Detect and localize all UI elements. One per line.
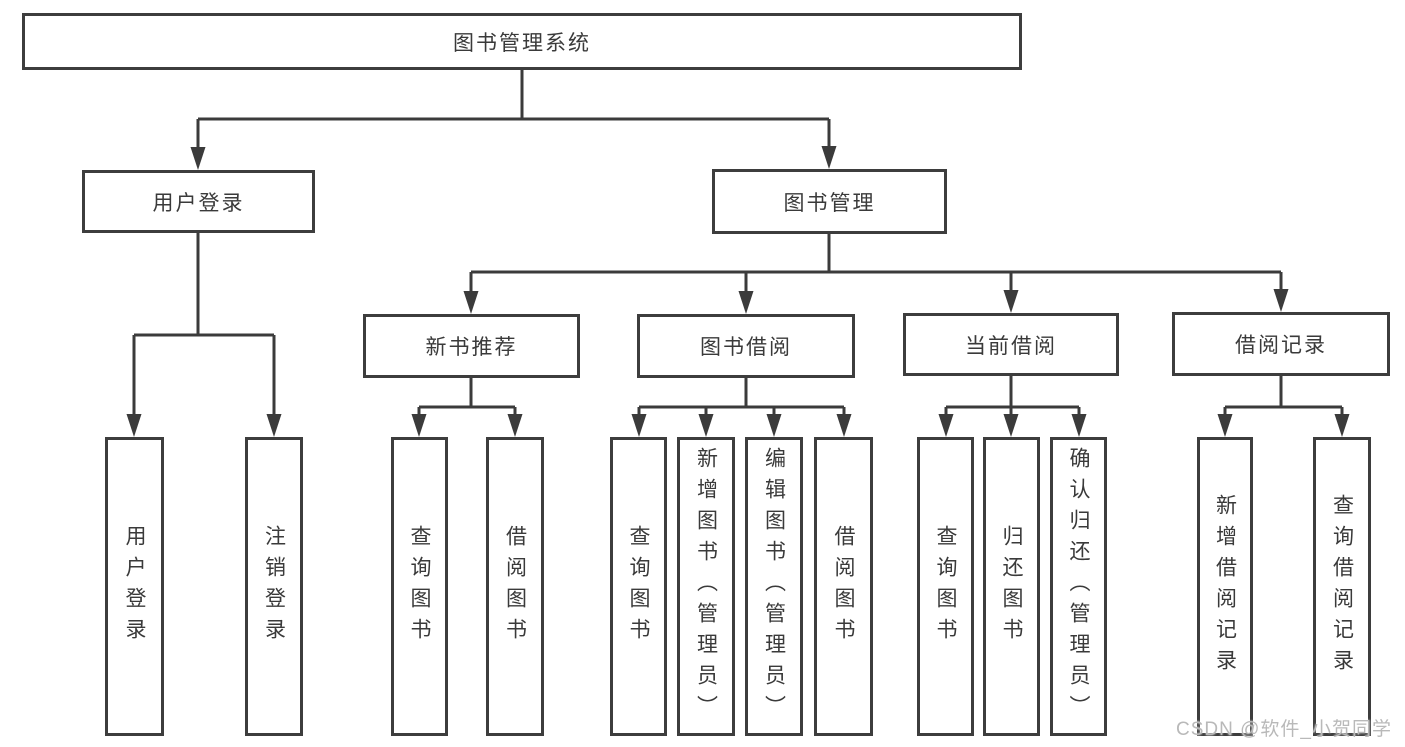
arrow-icon	[766, 414, 782, 437]
leaf-current-query-books: 查询图书	[917, 437, 974, 736]
connector-new-book-recommend	[417, 378, 517, 417]
arrow-icon	[738, 291, 754, 314]
leaf-label: 用户登录	[123, 524, 147, 649]
node-root: 图书管理系统	[22, 13, 1022, 70]
leaf-current-confirm-return-admin: 确认归还（管理员）	[1050, 437, 1107, 736]
arrow-icon	[463, 291, 479, 314]
arrow-icon	[126, 414, 142, 437]
leaf-records-add-record: 新增借阅记录	[1197, 437, 1253, 736]
arrow-icon	[1273, 289, 1289, 312]
node-user-login: 用户登录	[82, 170, 315, 233]
leaf-label: 新增借阅记录	[1213, 493, 1237, 680]
node-new-book-recommend: 新书推荐	[363, 314, 580, 378]
arrow-icon	[1003, 414, 1019, 437]
arrow-icon	[1334, 414, 1350, 437]
arrow-icon	[411, 414, 427, 437]
leaf-label: 确认归还（管理员）	[1067, 447, 1091, 726]
leaf-label: 借阅图书	[832, 524, 856, 649]
arrow-icon	[938, 414, 954, 437]
leaf-label: 借阅图书	[503, 524, 527, 649]
arrow-icon	[631, 414, 647, 437]
connector-current-borrowing	[944, 376, 1081, 417]
node-current-borrowing: 当前借阅	[903, 313, 1119, 376]
leaf-recommend-query-books: 查询图书	[391, 437, 448, 736]
leaf-label: 注销登录	[262, 524, 286, 649]
arrow-icon	[266, 414, 282, 437]
node-book-borrowing: 图书借阅	[637, 314, 855, 378]
watermark: CSDN @软件_小贺同学	[1176, 719, 1392, 740]
arrow-icon	[821, 146, 837, 169]
leaf-recommend-borrow-books: 借阅图书	[486, 437, 544, 736]
leaf-borrowing-query-books: 查询图书	[610, 437, 667, 736]
arrow-icon	[1217, 414, 1233, 437]
leaf-current-return-books: 归还图书	[983, 437, 1040, 736]
connector-user-login	[132, 233, 276, 417]
arrow-icon	[698, 414, 714, 437]
arrow-icon	[190, 147, 206, 170]
leaf-borrowing-borrow-books: 借阅图书	[814, 437, 873, 736]
arrow-icon	[507, 414, 523, 437]
arrow-icon	[1003, 290, 1019, 313]
leaf-label: 新增图书（管理员）	[694, 447, 718, 726]
arrow-icon	[1071, 414, 1087, 437]
leaf-label: 查询图书	[627, 524, 651, 649]
leaf-label: 查询借阅记录	[1330, 493, 1354, 680]
leaf-label: 查询图书	[408, 524, 432, 649]
connector-borrowing-records	[1223, 376, 1344, 417]
connector-book-management	[469, 234, 1283, 294]
leaf-borrowing-add-books-admin: 新增图书（管理员）	[677, 437, 735, 736]
connector-root	[196, 70, 831, 150]
connector-book-borrowing	[637, 378, 846, 417]
leaf-label: 归还图书	[1000, 524, 1024, 649]
leaf-label: 编辑图书（管理员）	[762, 447, 786, 726]
leaf-borrowing-edit-books-admin: 编辑图书（管理员）	[745, 437, 803, 736]
arrow-icon	[836, 414, 852, 437]
node-borrowing-records: 借阅记录	[1172, 312, 1390, 376]
node-book-management: 图书管理	[712, 169, 947, 234]
leaf-logout-login: 注销登录	[245, 437, 303, 736]
leaf-records-query-record: 查询借阅记录	[1313, 437, 1371, 736]
leaf-user-login: 用户登录	[105, 437, 164, 736]
leaf-label: 查询图书	[934, 524, 958, 649]
